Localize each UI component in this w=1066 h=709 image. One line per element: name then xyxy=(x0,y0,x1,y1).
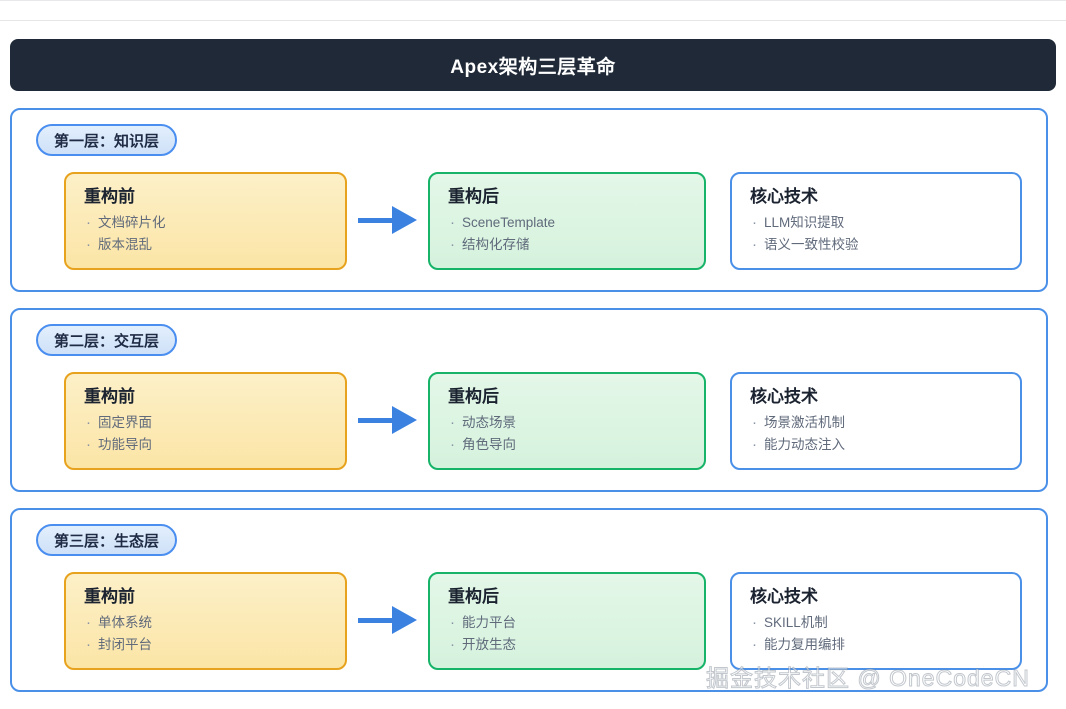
card-item-list: 固定界面 功能导向 xyxy=(84,411,329,457)
core-tech-card-3: 核心技术 SKILL机制 能力复用编排 xyxy=(730,572,1022,670)
card-title: 重构后 xyxy=(448,187,499,206)
layer-badge-1[interactable]: 第一层：知识层 xyxy=(36,124,178,156)
layer-badge-label: 第一层：知识层 xyxy=(54,132,160,150)
after-card-1: 重构后 SceneTemplate 结构化存储 xyxy=(428,172,706,270)
card-title: 重构前 xyxy=(84,587,135,606)
list-item: SceneTemplate xyxy=(448,211,688,235)
before-card-1: 重构前 文档碎片化 版本混乱 xyxy=(64,172,347,270)
list-item: 功能导向 xyxy=(84,433,329,457)
arrow-right-icon xyxy=(347,572,428,668)
card-title: 核心技术 xyxy=(750,187,818,206)
layer-badge-2[interactable]: 第二层：交互层 xyxy=(36,324,178,356)
list-item: 动态场景 xyxy=(448,411,688,435)
list-item: LLM知识提取 xyxy=(750,211,1004,235)
core-tech-card-2: 核心技术 场景激活机制 能力动态注入 xyxy=(730,372,1022,470)
layer-row-1: 重构前 文档碎片化 版本混乱 重构后 SceneTemplate 结构化存储 xyxy=(64,172,1024,270)
layer-block-3: 第三层：生态层 重构前 单体系统 封闭平台 重构后 能 xyxy=(10,508,1048,692)
list-item: 文档碎片化 xyxy=(84,211,329,235)
arrow-shaft xyxy=(358,417,392,423)
list-item: 开放生态 xyxy=(448,633,688,657)
list-item: 版本混乱 xyxy=(84,233,329,257)
layer-badge-3[interactable]: 第三层：生态层 xyxy=(36,524,178,556)
list-item: 单体系统 xyxy=(84,611,329,635)
arrow-right-icon xyxy=(347,172,428,268)
card-item-list: 能力平台 开放生态 xyxy=(448,611,688,657)
list-item: 结构化存储 xyxy=(448,233,688,257)
layer-row-2: 重构前 固定界面 功能导向 重构后 动态场景 角色导向 xyxy=(64,372,1024,470)
layer-badge-label: 第三层：生态层 xyxy=(54,532,160,550)
list-item: 能力平台 xyxy=(448,611,688,635)
card-item-list: 场景激活机制 能力动态注入 xyxy=(750,411,1004,457)
card-item-list: SceneTemplate 结构化存储 xyxy=(448,211,688,257)
card-title: 重构后 xyxy=(448,387,499,406)
card-item-list: 单体系统 封闭平台 xyxy=(84,611,329,657)
after-card-3: 重构后 能力平台 开放生态 xyxy=(428,572,706,670)
arrow-head xyxy=(392,406,417,434)
layer-block-1: 第一层：知识层 重构前 文档碎片化 版本混乱 重构后 xyxy=(10,108,1048,292)
card-item-list: LLM知识提取 语义一致性校验 xyxy=(750,211,1004,257)
card-title: 重构前 xyxy=(84,187,135,206)
list-item: 能力复用编排 xyxy=(750,633,1004,657)
layer-list: 第一层：知识层 重构前 文档碎片化 版本混乱 重构后 xyxy=(10,108,1048,708)
card-title: 核心技术 xyxy=(750,387,818,406)
layer-badge-label: 第二层：交互层 xyxy=(54,332,160,350)
list-item: 场景激活机制 xyxy=(750,411,1004,435)
arrow-shaft xyxy=(358,217,392,223)
layer-block-2: 第二层：交互层 重构前 固定界面 功能导向 重构后 动 xyxy=(10,308,1048,492)
top-divider xyxy=(0,20,1066,21)
card-title: 重构前 xyxy=(84,387,135,406)
list-item: 封闭平台 xyxy=(84,633,329,657)
before-card-2: 重构前 固定界面 功能导向 xyxy=(64,372,347,470)
diagram-title-bar: Apex架构三层革命 xyxy=(10,39,1056,91)
before-card-3: 重构前 单体系统 封闭平台 xyxy=(64,572,347,670)
card-item-list: 文档碎片化 版本混乱 xyxy=(84,211,329,257)
list-item: 语义一致性校验 xyxy=(750,233,1004,257)
arrow-shaft xyxy=(358,617,392,623)
after-card-2: 重构后 动态场景 角色导向 xyxy=(428,372,706,470)
layer-row-3: 重构前 单体系统 封闭平台 重构后 能力平台 开放生态 xyxy=(64,572,1024,670)
card-item-list: 动态场景 角色导向 xyxy=(448,411,688,457)
card-title: 重构后 xyxy=(448,587,499,606)
list-item: 固定界面 xyxy=(84,411,329,435)
list-item: 角色导向 xyxy=(448,433,688,457)
page-title: Apex架构三层革命 xyxy=(450,56,616,78)
arrow-head xyxy=(392,606,417,634)
card-title: 核心技术 xyxy=(750,587,818,606)
list-item: SKILL机制 xyxy=(750,611,1004,635)
core-tech-card-1: 核心技术 LLM知识提取 语义一致性校验 xyxy=(730,172,1022,270)
list-item: 能力动态注入 xyxy=(750,433,1004,457)
arrow-right-icon xyxy=(347,372,428,468)
card-item-list: SKILL机制 能力复用编排 xyxy=(750,611,1004,657)
arrow-head xyxy=(392,206,417,234)
